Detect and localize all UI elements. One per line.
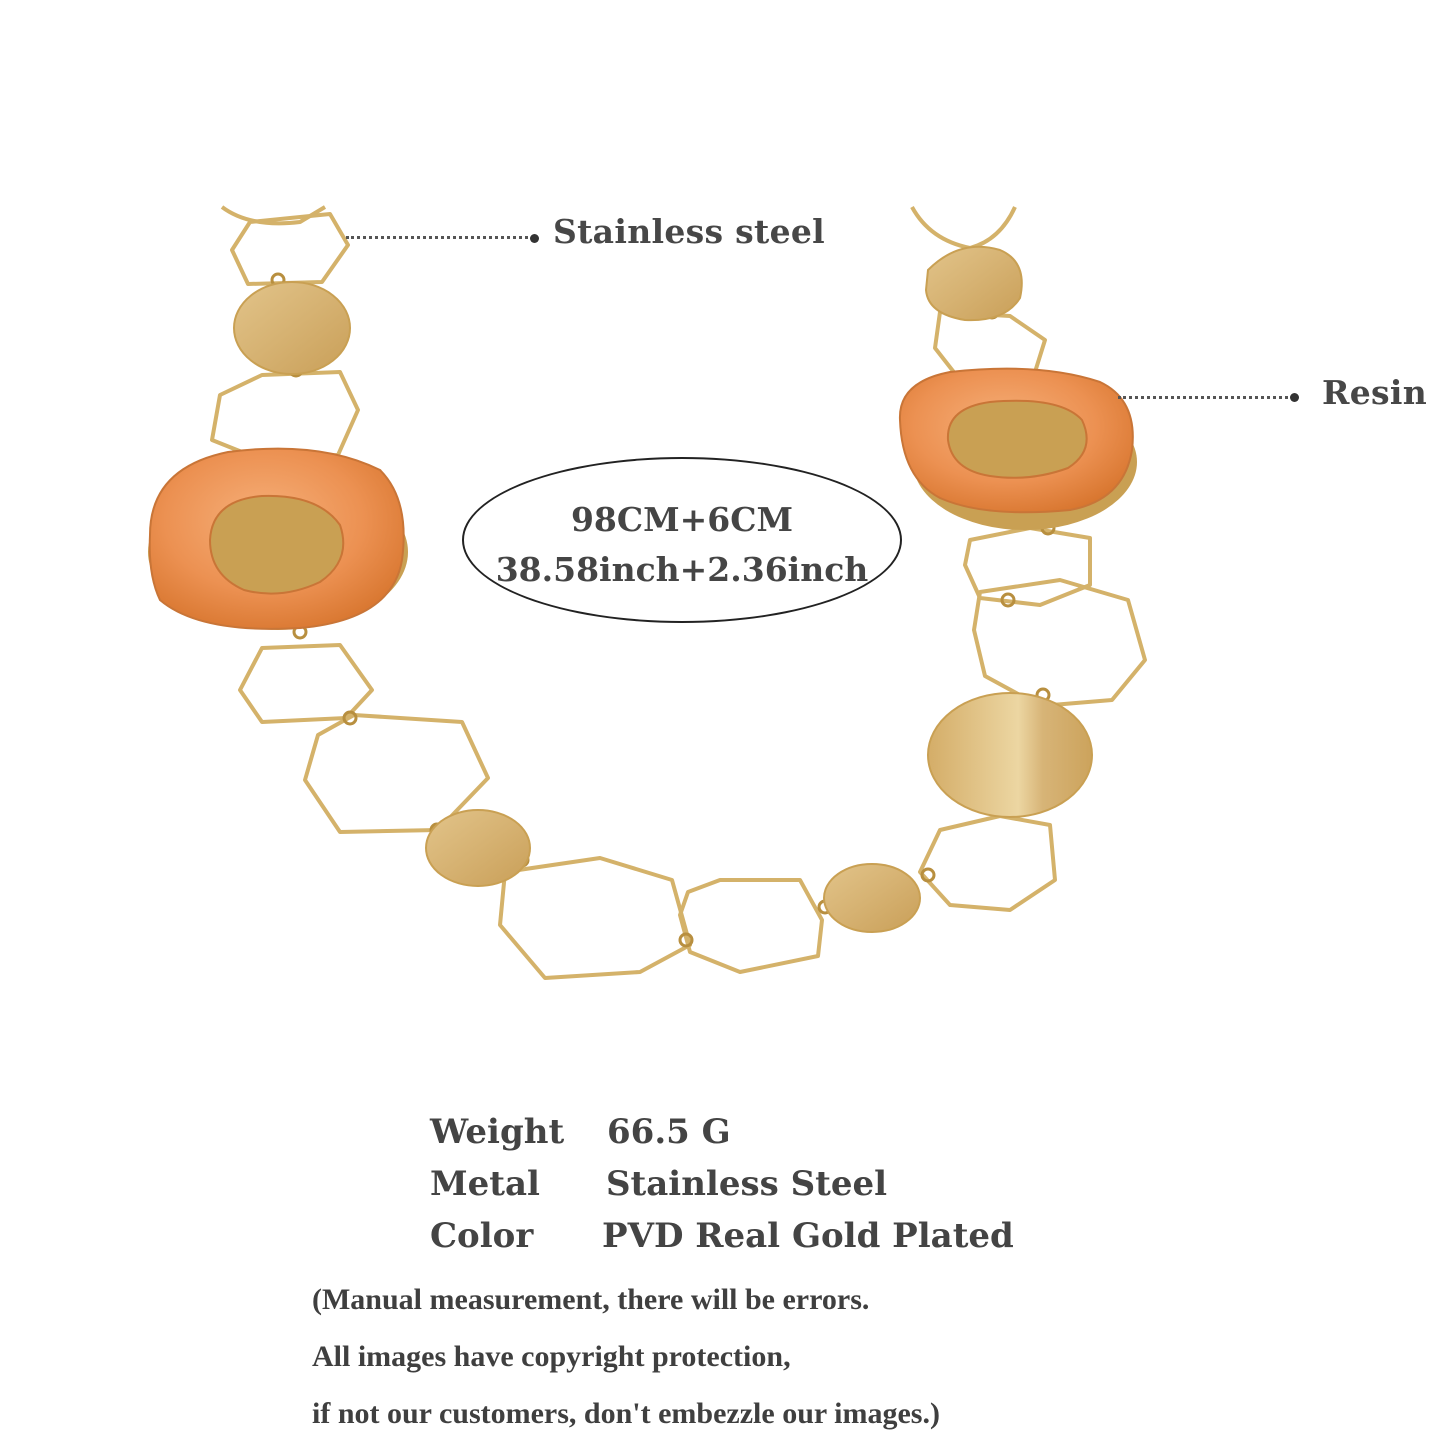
size-metric: 98CM+6CM xyxy=(570,500,794,539)
callout-line-resin xyxy=(1118,396,1288,399)
chain-links xyxy=(210,205,1147,980)
callout-dot-icon xyxy=(1290,393,1299,402)
callout-dot-icon xyxy=(530,234,539,243)
gold-discs xyxy=(233,245,1093,933)
disclaimer-line-1: (Manual measurement, there will be error… xyxy=(312,1283,870,1316)
spec-key: Weight xyxy=(430,1112,565,1152)
spec-value: 66.5 G xyxy=(607,1112,731,1152)
callout-line-stainless-steel xyxy=(346,236,528,239)
size-badge-ellipse xyxy=(462,457,902,623)
spec-key: Metal xyxy=(430,1164,540,1204)
disclaimer-line-3: if not our customers, don't embezzle our… xyxy=(312,1397,940,1430)
spec-value: PVD Real Gold Plated xyxy=(602,1216,1014,1256)
callout-resin-label: Resin xyxy=(1322,373,1428,412)
resin-rings xyxy=(148,367,1137,630)
spec-value: Stainless Steel xyxy=(606,1164,888,1204)
size-imperial: 38.58inch+2.36inch xyxy=(495,550,869,589)
callout-stainless-steel-label: Stainless steel xyxy=(553,212,826,251)
spec-key: Color xyxy=(430,1216,534,1256)
disclaimer-line-2: All images have copyright protection, xyxy=(312,1340,791,1373)
